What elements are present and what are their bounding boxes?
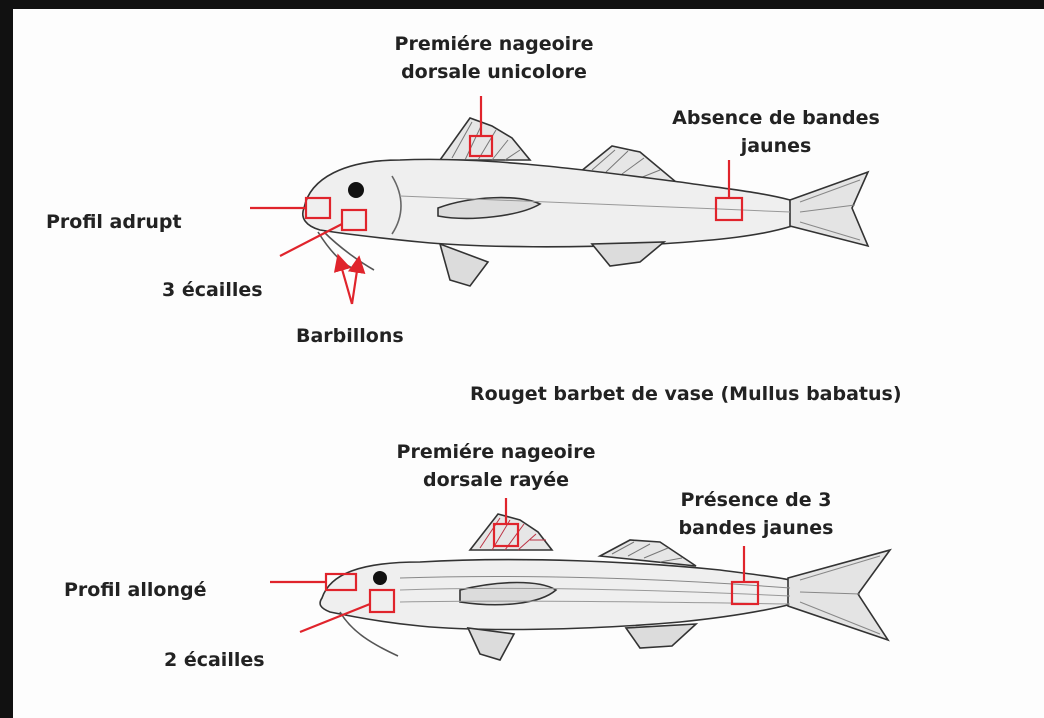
fish-2-scales-label: 2 écailles: [164, 646, 265, 674]
fish-1-profile-label: Profil adrupt: [46, 208, 182, 236]
fish-2-profile-label: Profil allongé: [64, 576, 206, 604]
fish-1-dorsal-fin-label: Premiére nageoire dorsale unicolore: [344, 30, 644, 86]
species-caption: Rouget barbet de vase (Mullus babatus): [470, 380, 902, 408]
fish-2-bands-label: Présence de 3 bandes jaunes: [606, 486, 906, 542]
fish-1-bands-label: Absence de bandes jaunes: [626, 104, 926, 160]
fish-1-scales-label: 3 écailles: [162, 276, 263, 304]
fish-2-dorsal-fin-label: Premiére nageoire dorsale rayée: [346, 438, 646, 494]
fish-1-barbels-label: Barbillons: [296, 322, 404, 350]
